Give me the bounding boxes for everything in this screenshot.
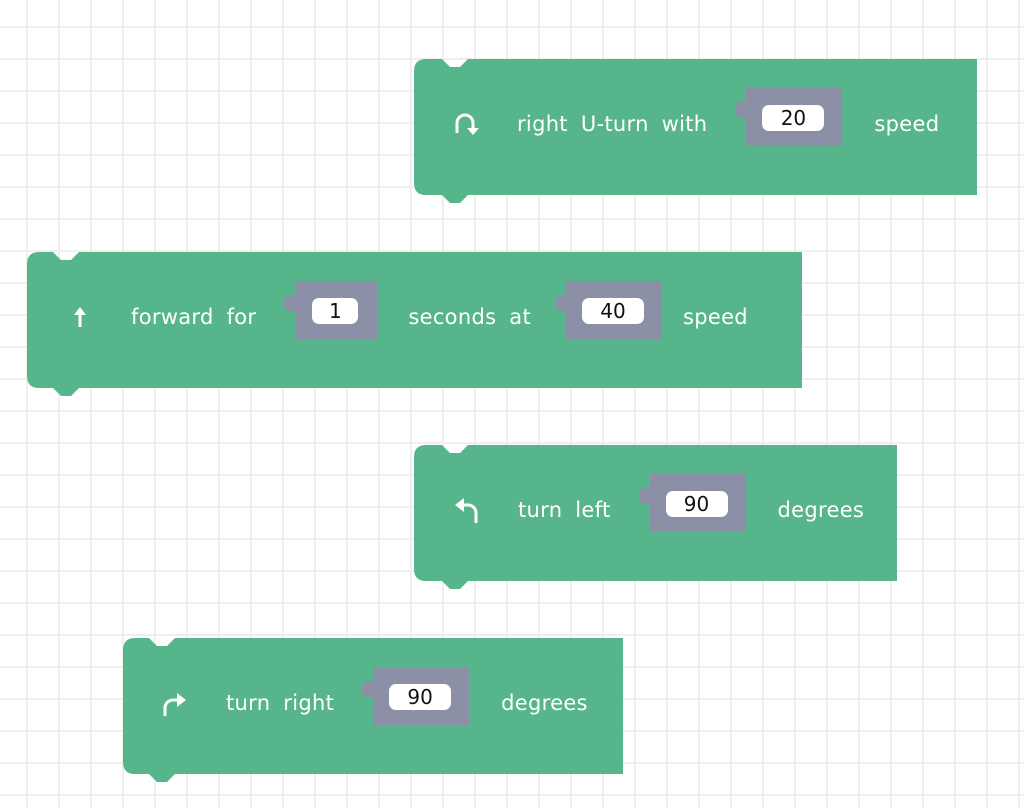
- speed-value[interactable]: 40: [582, 298, 644, 324]
- block-label: turn right: [226, 691, 335, 715]
- arrow-up-icon: [65, 302, 95, 332]
- block-label: seconds at: [408, 305, 531, 329]
- block-label: turn left: [518, 498, 611, 522]
- degrees-value[interactable]: 90: [389, 684, 452, 710]
- degrees-input-slot[interactable]: 90: [360, 667, 470, 727]
- block-turn-left[interactable]: turn left 90 degrees: [414, 445, 897, 589]
- duration-value[interactable]: 1: [312, 298, 359, 324]
- degrees-value[interactable]: 90: [665, 491, 728, 517]
- u-turn-right-icon: [452, 109, 482, 139]
- block-turn-right[interactable]: turn right 90 degrees: [123, 638, 623, 782]
- speed-value[interactable]: 20: [762, 105, 825, 131]
- block-label: speed: [874, 112, 940, 136]
- block-label: forward for: [131, 305, 257, 329]
- degrees-input-slot[interactable]: 90: [637, 474, 747, 534]
- block-right-u-turn[interactable]: right U-turn with 20 speed: [414, 59, 977, 203]
- turn-right-icon: [159, 688, 189, 718]
- block-label: degrees: [501, 691, 588, 715]
- speed-input-slot[interactable]: 40: [553, 281, 663, 341]
- turn-left-icon: [452, 495, 482, 525]
- block-label: degrees: [777, 498, 865, 522]
- block-label: right U-turn with: [517, 112, 708, 136]
- speed-input-slot[interactable]: 20: [733, 88, 843, 148]
- block-shape: [123, 638, 623, 782]
- block-forward[interactable]: forward for 1 seconds at 40 speed: [27, 252, 802, 396]
- duration-input-slot[interactable]: 1: [282, 281, 392, 341]
- block-label: speed: [683, 305, 748, 329]
